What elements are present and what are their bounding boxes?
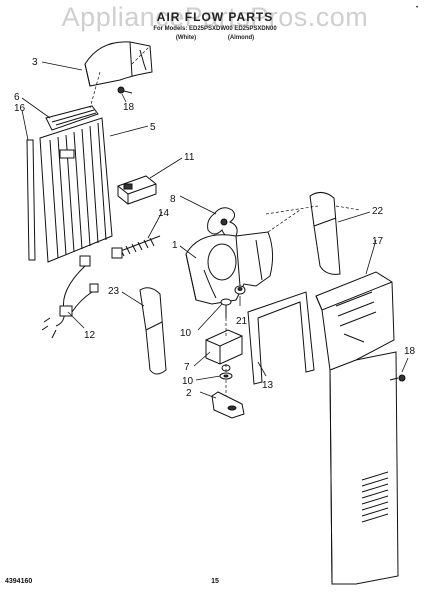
u-channel-part [247,291,315,385]
wire-harness-part [41,255,99,339]
corner-mark: • [416,5,419,11]
callout-3: 3 [32,57,38,68]
callout-8: 8 [170,194,176,205]
page-number: 15 [211,578,219,585]
washer-upper-part [220,298,232,318]
callout-10-lower: 10 [182,376,194,387]
callout-12: 12 [84,330,96,341]
control-box-part [117,175,157,205]
site-watermark: AppliancePartsPros.com [61,2,369,32]
evaporator-cover-part [39,117,113,263]
seal-part [234,285,246,295]
callout-11: 11 [184,152,195,163]
washer-lower-part [219,372,233,380]
fan-shroud-part [185,231,274,305]
heater-spring-part [111,235,161,259]
color-variants: (White) (Almond) [175,35,255,41]
callout-10-upper: 10 [180,328,192,339]
rear-panel-part [315,271,399,585]
air-duct-cover-part [84,41,153,87]
callout-5: 5 [150,122,156,133]
callout-22: 22 [372,206,384,217]
callout-17: 17 [372,236,384,247]
callout-18-right: 18 [404,346,416,357]
motor-bracket-part [211,391,245,419]
side-strip-part [26,139,36,261]
diagram-title: AIR FLOW PARTS [156,10,274,24]
screw-top-part [117,86,133,94]
leader-lines [21,61,409,399]
callout-23: 23 [108,286,120,297]
callout-18-top: 18 [123,102,135,113]
assembly-guide-lines [89,45,361,396]
left-baffle-part [139,287,167,375]
callout-2: 2 [186,388,192,399]
callout-labels: 3 18 6 16 5 11 8 14 1 22 17 23 10 21 12 … [14,57,416,399]
right-baffle-part [309,192,341,275]
callout-13: 13 [262,380,274,391]
callout-14: 14 [158,208,170,219]
part-code: 4394160 [5,578,33,585]
callout-6: 6 [14,92,20,103]
callout-16: 16 [14,103,26,114]
fan-motor-part [205,329,243,372]
callout-1: 1 [172,240,178,251]
callout-21: 21 [236,316,248,327]
fan-blade-part [207,207,238,238]
callout-7: 7 [184,362,190,373]
model-numbers: For Models: ED25PSXDW00 ED25PSXDN00 [153,26,277,32]
screw-right-part [389,374,406,382]
damper-part [45,105,99,131]
